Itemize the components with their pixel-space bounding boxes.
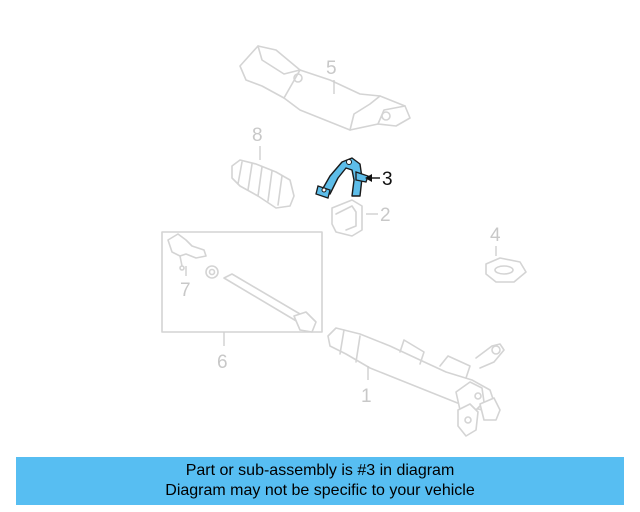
- callout-6: 6: [217, 352, 228, 373]
- part-8-boot[interactable]: [231, 159, 295, 209]
- part-5-crossmember[interactable]: [239, 45, 411, 131]
- parts-diagram: 5 8 3 2 4: [161, 45, 527, 437]
- callout-2: 2: [380, 205, 391, 226]
- callout-7: 7: [180, 280, 191, 301]
- part-1-steering-gear[interactable]: [327, 327, 505, 437]
- part-2-bushing[interactable]: [331, 199, 363, 237]
- part-3-clamp[interactable]: [315, 157, 369, 199]
- callout-8: 8: [252, 125, 263, 146]
- banner-line-2: Diagram may not be specific to your vehi…: [165, 482, 475, 499]
- callout-3: 3: [382, 169, 393, 190]
- part-6-tie-rod-box[interactable]: [161, 231, 323, 333]
- banner-line-1: Part or sub-assembly is #3 in diagram: [185, 462, 455, 479]
- callout-1: 1: [361, 386, 372, 407]
- callout-4: 4: [490, 225, 501, 246]
- part-4-insulator[interactable]: [485, 257, 527, 283]
- callout-5: 5: [326, 58, 337, 79]
- info-banner: Part or sub-assembly is #3 in diagram Di…: [16, 457, 624, 505]
